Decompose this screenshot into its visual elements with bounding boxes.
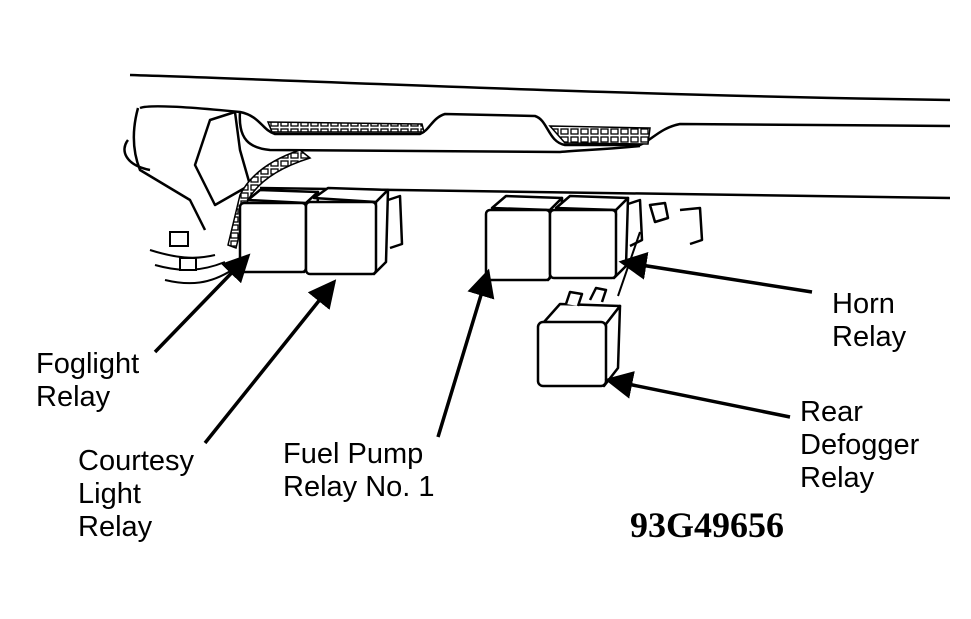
rear-defogger-relay (536, 231, 641, 388)
courtesy-light-arrow (203, 279, 337, 445)
foglight-arrow (153, 253, 251, 354)
defogger-label-line1: Rear (800, 396, 863, 428)
foglight-label-line1: Foglight (36, 348, 140, 380)
figure-id: 93G49656 (630, 505, 785, 545)
courtesy-label-line3: Relay (78, 511, 153, 543)
fuelpump-label-line2: Relay No. 1 (283, 471, 435, 503)
foglight-label-line2: Relay (36, 381, 111, 413)
rear-defogger-arrow (604, 371, 791, 419)
horn-label-line2: Relay (832, 321, 907, 353)
defogger-label-line2: Defogger (800, 429, 920, 461)
horn-relay-label: Horn Relay (832, 288, 906, 354)
defogger-label-line3: Relay (800, 462, 875, 494)
rear-defogger-relay-label: Rear Defogger Relay (800, 396, 919, 495)
fuel-pump-arrow (436, 268, 495, 438)
wiring-harness (149, 121, 651, 285)
foglight-relay-label: Foglight Relay (36, 348, 139, 414)
horn-arrow (618, 251, 813, 294)
horn-label-line1: Horn (832, 288, 895, 320)
courtesy-label-line2: Light (78, 478, 141, 510)
fuelpump-label-line1: Fuel Pump (283, 438, 424, 470)
courtesy-light-relay-label: Courtesy Light Relay (78, 445, 194, 544)
courtesy-light-relay (304, 186, 404, 276)
fuel-pump-relay-label: Fuel Pump Relay No. 1 (283, 438, 435, 504)
courtesy-label-line1: Courtesy (78, 445, 195, 477)
leader-arrows (153, 251, 813, 445)
horn-relay (548, 194, 704, 280)
